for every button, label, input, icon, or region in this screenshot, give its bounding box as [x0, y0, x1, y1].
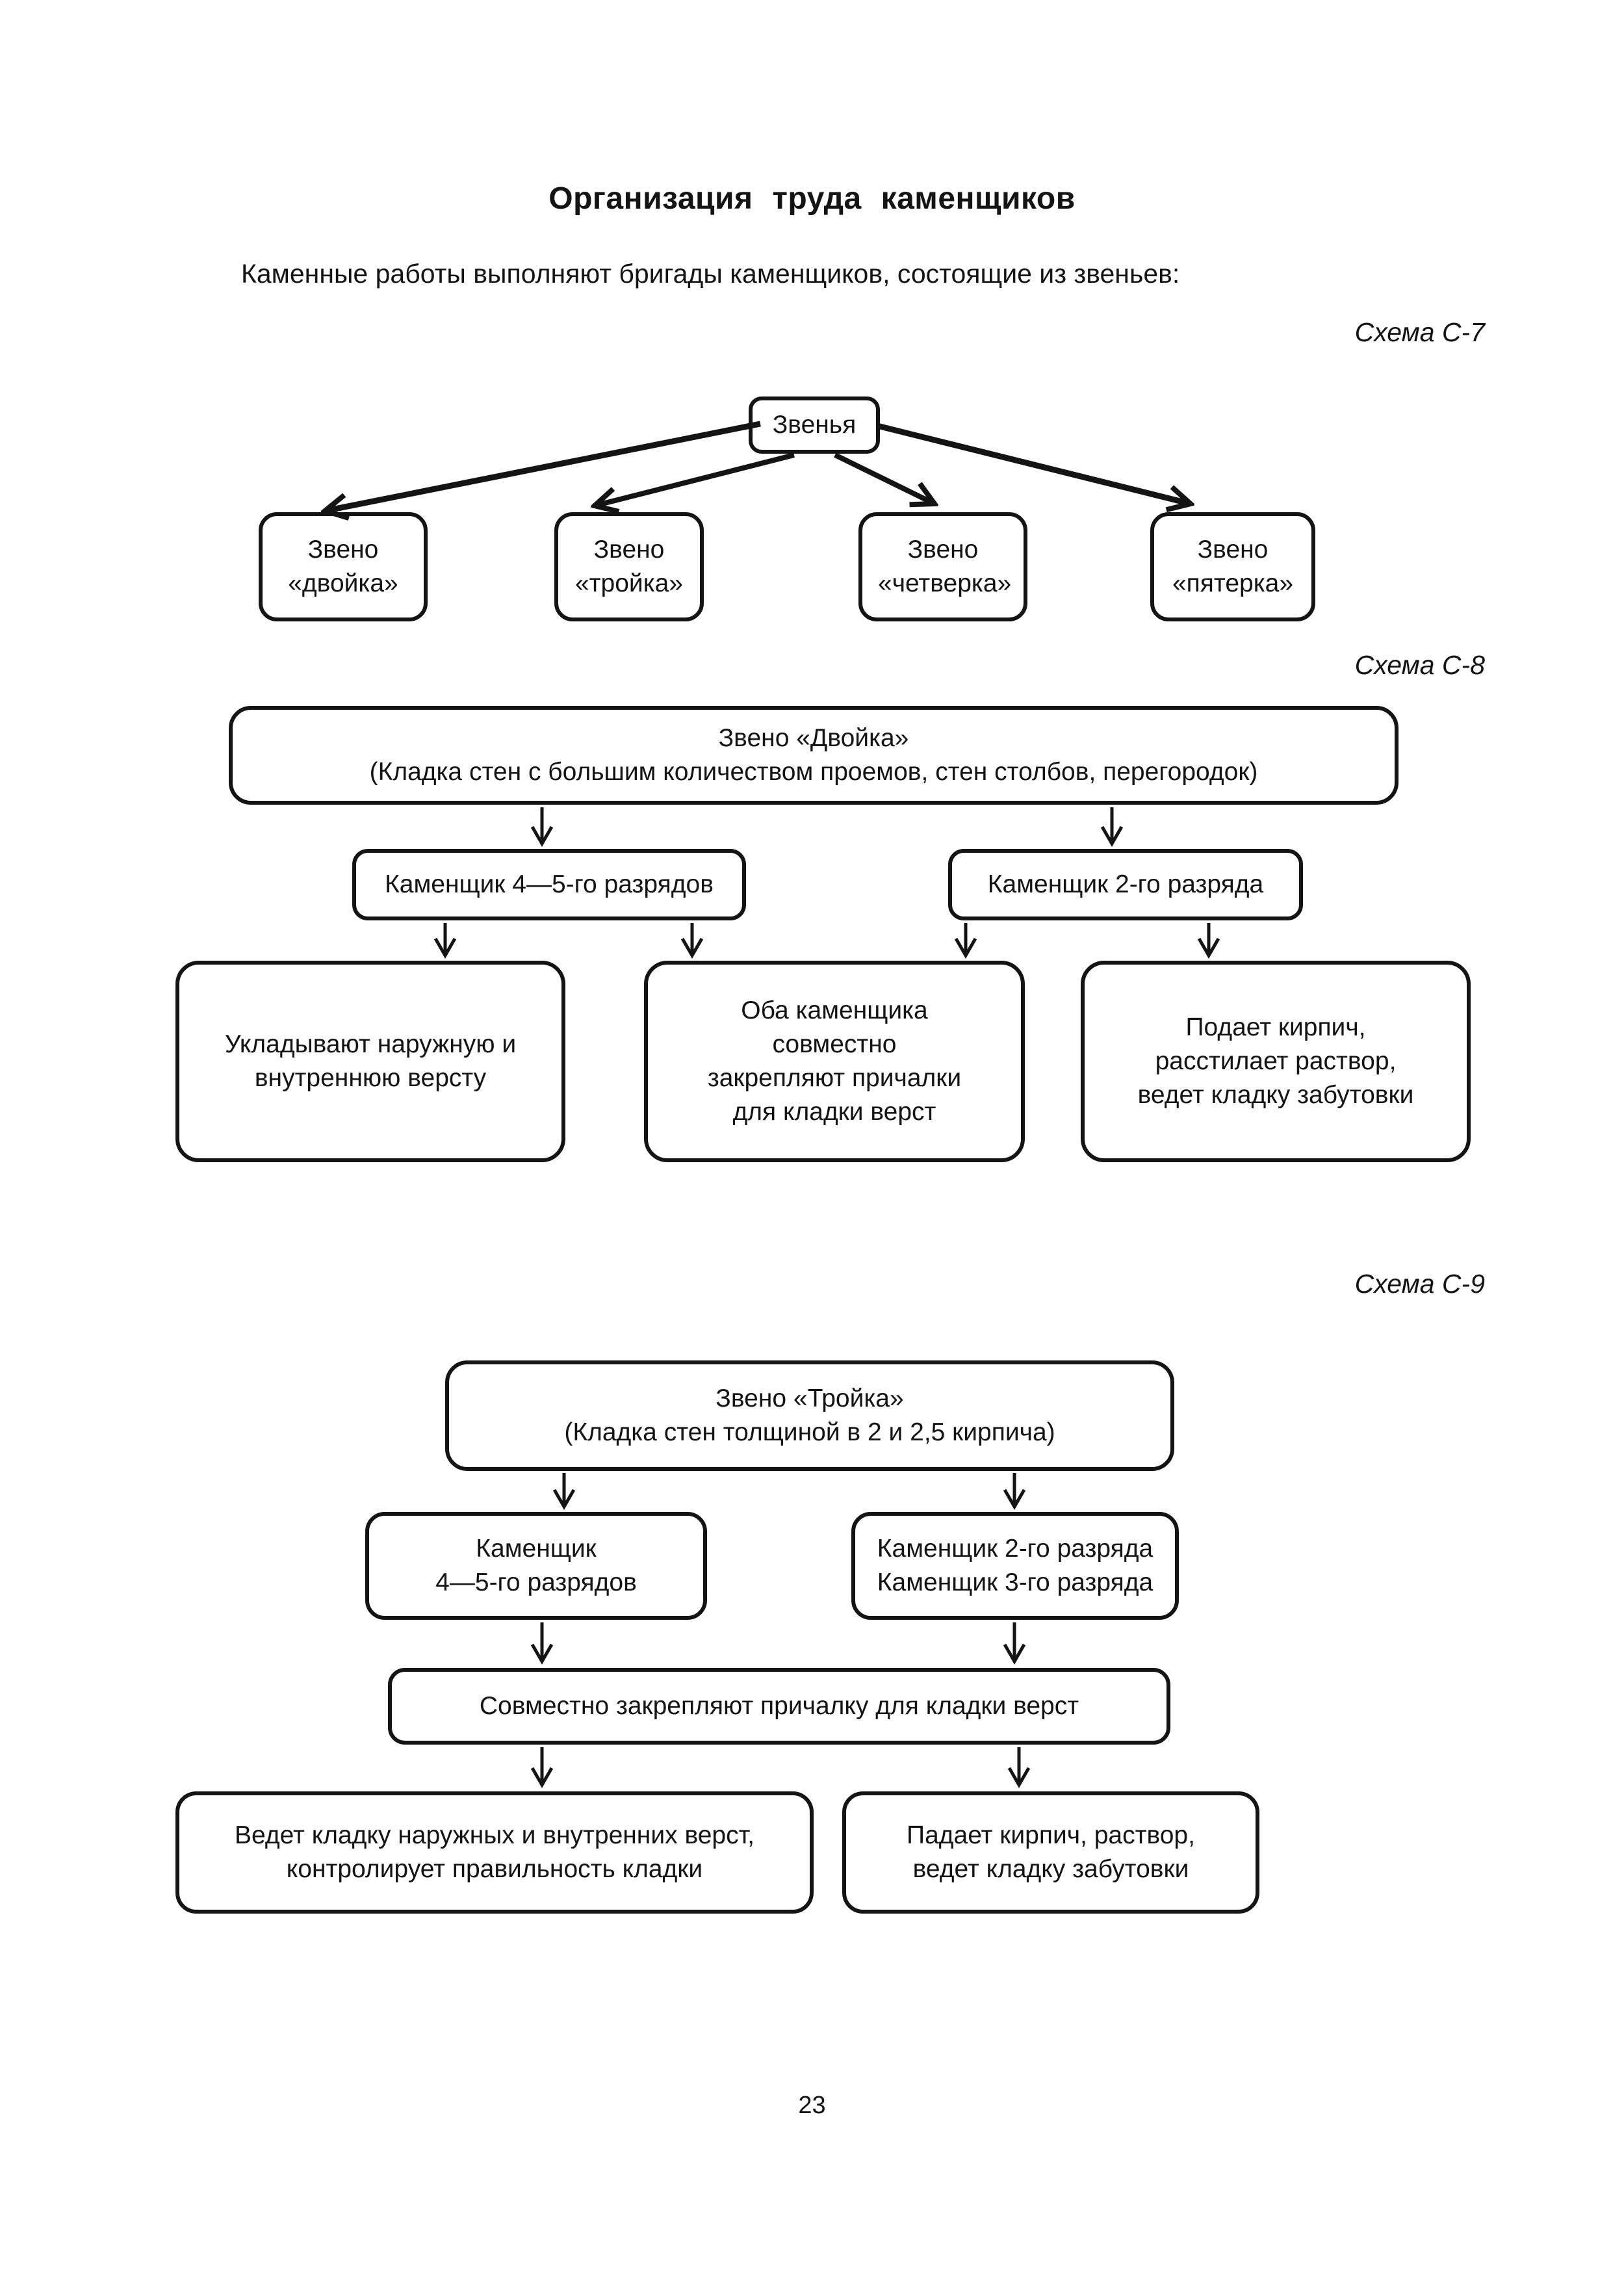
c7-child-box-troyka: Звено «тройка»	[554, 512, 704, 621]
c9-root-text: Звено «Тройка» (Кладка стен толщиной в 2…	[564, 1382, 1055, 1450]
c8-root-subtitle: (Кладка стен с большим количеством проем…	[369, 758, 1258, 786]
intro-text: Каменные работы выполняют бригады каменщ…	[241, 259, 1180, 289]
c7-child-label: Звено «пятерка»	[1172, 535, 1294, 597]
flow-arrow-c7-2	[595, 452, 795, 506]
scheme-c8-label: Схема С-8	[1354, 650, 1485, 680]
c7-child-box-pyaterka: Звено «пятерка»	[1150, 512, 1315, 621]
c8-worker-box-senior: Каменщик 4—5-го разрядов	[352, 849, 746, 920]
page-title: Организация труда каменщиков	[548, 181, 1076, 216]
scheme-c9-label: Схема С-9	[1354, 1269, 1485, 1299]
c8-worker-box-junior: Каменщик 2-го разряда	[948, 849, 1303, 920]
c7-root-box: Звенья	[749, 396, 880, 454]
c7-child-label: Звено «тройка»	[574, 535, 684, 597]
c8-duty-box-1: Укладывают наружную и внутреннюю версту	[175, 961, 565, 1162]
c9-worker-line: 4—5-го разрядов	[435, 1568, 637, 1596]
c9-root-subtitle: (Кладка стен толщиной в 2 и 2,5 кирпича)	[564, 1418, 1055, 1446]
c9-joint-box: Совместно закрепляют причалку для кладки…	[388, 1668, 1170, 1745]
c9-duty-box-right: Падает кирпич, раствор, ведет кладку заб…	[842, 1791, 1259, 1914]
scheme-c7-label: Схема С-7	[1354, 317, 1485, 347]
flow-arrow-c7-1	[325, 421, 761, 511]
c9-worker-junior-text: Каменщик 2-го разряда Каменщик 3-го разр…	[877, 1532, 1153, 1600]
c9-worker-senior-text: Каменщик 4—5-го разрядов	[435, 1532, 637, 1600]
c9-root-box: Звено «Тройка» (Кладка стен толщиной в 2…	[445, 1360, 1174, 1471]
c7-child-box-dvoyka: Звено «двойка»	[259, 512, 428, 621]
c9-root-title: Звено «Тройка»	[715, 1384, 904, 1412]
c7-child-box-chetverka: Звено «четверка»	[858, 512, 1027, 621]
c8-worker-label: Каменщик 2-го разряда	[987, 870, 1264, 898]
c8-worker-label: Каменщик 4—5-го разрядов	[385, 870, 714, 898]
c8-root-box: Звено «Двойка» (Кладка стен с большим ко…	[229, 706, 1398, 805]
flow-arrow-c7-3	[834, 452, 934, 504]
c9-duty-label: Падает кирпич, раствор, ведет кладку заб…	[907, 1821, 1195, 1883]
c7-child-label: Звено «двойка»	[288, 535, 398, 597]
c8-duty-label: Оба каменщика совместно закрепляют прича…	[707, 996, 962, 1126]
c7-root-label: Звенья	[772, 410, 857, 439]
c9-joint-label: Совместно закрепляют причалку для кладки…	[479, 1691, 1079, 1720]
c9-worker-line: Каменщик	[476, 1534, 597, 1563]
c8-duty-box-2: Оба каменщика совместно закрепляют прича…	[644, 961, 1025, 1162]
c9-worker-box-senior: Каменщик 4—5-го разрядов	[365, 1512, 707, 1620]
c9-duty-box-left: Ведет кладку наружных и внутренних верст…	[175, 1791, 814, 1914]
c9-worker-line: Каменщик 2-го разряда	[877, 1534, 1154, 1563]
page-number: 23	[798, 2092, 826, 2119]
c7-child-label: Звено «четверка»	[878, 535, 1012, 597]
c8-duty-box-3: Подает кирпич, расстилает раствор, ведет…	[1081, 961, 1471, 1162]
c8-root-title: Звено «Двойка»	[718, 723, 909, 752]
c8-duty-label: Подает кирпич, расстилает раствор, ведет…	[1137, 1013, 1414, 1110]
c9-worker-line: Каменщик 3-го разряда	[877, 1568, 1154, 1596]
c9-duty-label: Ведет кладку наружных и внутренних верст…	[235, 1821, 754, 1883]
c9-worker-box-junior: Каменщик 2-го разряда Каменщик 3-го разр…	[851, 1512, 1179, 1620]
c8-duty-label: Укладывают наружную и внутреннюю версту	[224, 1030, 517, 1092]
flow-arrow-c7-4	[876, 422, 1191, 504]
c8-root-text: Звено «Двойка» (Кладка стен с большим ко…	[370, 722, 1258, 790]
